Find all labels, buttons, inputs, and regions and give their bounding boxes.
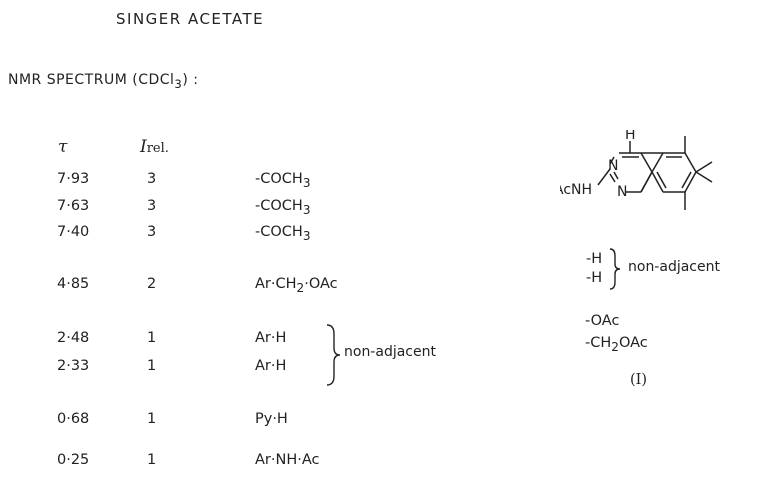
assignment: Ar·CH2·OAc xyxy=(255,276,338,295)
irel-main: I xyxy=(140,137,147,157)
substituent-ch2oac-suffix: OAc xyxy=(618,335,648,351)
assignment-suffix: ·OAc xyxy=(304,276,338,292)
irel-value: 3 xyxy=(147,224,157,240)
atom-label-n: N xyxy=(617,184,627,200)
substituent-brace xyxy=(609,248,621,290)
heading-subscript: 3 xyxy=(174,76,183,91)
substituent-oac: -OAc xyxy=(585,313,620,329)
structure-diagram: H N N AcNH xyxy=(560,130,713,210)
column-header-tau: τ xyxy=(58,137,68,157)
nmr-heading: NMR SPECTRUM (CDCl3) : xyxy=(8,72,198,91)
assignment-text: -COCH xyxy=(255,198,303,214)
assignment-text: -COCH xyxy=(255,171,303,187)
heading-suffix: ) : xyxy=(182,72,199,88)
tau-value: 2·48 xyxy=(57,330,90,346)
bond xyxy=(684,152,697,173)
assignment-text: Ar·NH·Ac xyxy=(255,452,320,468)
substituent-h: -H xyxy=(586,270,603,286)
tau-value: 7·40 xyxy=(57,224,90,240)
bond xyxy=(609,156,615,165)
bond xyxy=(651,152,664,173)
double-bond xyxy=(656,171,667,189)
brace-label: non-adjacent xyxy=(344,344,436,360)
column-header-irel: Irel. xyxy=(140,137,169,157)
atom-label-h: H xyxy=(625,130,636,143)
table-brace xyxy=(326,324,341,386)
assignment-text: Py·H xyxy=(255,411,288,427)
substituent-bond xyxy=(695,161,713,173)
irel-value: 3 xyxy=(147,198,157,214)
irel-value: 1 xyxy=(147,358,157,374)
compound-label: (I) xyxy=(630,372,648,388)
substituent-ch2oac-subscript: 2 xyxy=(611,339,619,354)
bond xyxy=(640,171,653,193)
bond xyxy=(640,152,653,173)
substituent-brace-label: non-adjacent xyxy=(628,259,720,275)
assignment-subscript: 3 xyxy=(302,175,311,190)
bond xyxy=(597,168,611,186)
assignment: Ar·H xyxy=(255,330,286,349)
assignment: Ar·H xyxy=(255,358,286,377)
assignment-text: -COCH xyxy=(255,224,303,240)
assignment-text: Ar·CH xyxy=(255,276,297,292)
assignment-subscript: 3 xyxy=(302,228,311,243)
double-bond xyxy=(681,171,692,189)
heading-prefix: NMR SPECTRUM (CDCl xyxy=(8,72,175,88)
tau-value: 2·33 xyxy=(57,358,90,374)
assignment-text: Ar·H xyxy=(255,358,287,374)
page-title: SINGER ACETATE xyxy=(116,10,265,28)
irel-value: 3 xyxy=(147,171,157,187)
tau-value: 0·25 xyxy=(57,452,90,468)
double-bond xyxy=(613,171,619,180)
assignment-subscript: 3 xyxy=(302,202,311,217)
irel-value: 1 xyxy=(147,411,157,427)
irel-value: 1 xyxy=(147,330,157,346)
substituent-bond xyxy=(695,171,713,183)
assignment-text: Ar·H xyxy=(255,330,287,346)
assignment: -COCH3 xyxy=(255,224,311,243)
assignment-subscript: 2 xyxy=(296,280,305,295)
assignment: Py·H xyxy=(255,411,288,430)
atom-label-n: N xyxy=(608,158,618,174)
tau-value: 7·63 xyxy=(57,198,90,214)
tau-value: 4·85 xyxy=(57,276,90,292)
substituent-label: AcNH xyxy=(560,182,592,198)
irel-subscript: rel. xyxy=(146,141,169,156)
substituent-brace-path xyxy=(609,248,621,290)
irel-value: 1 xyxy=(147,452,157,468)
bond xyxy=(684,171,697,193)
bond xyxy=(651,171,664,193)
substituent-ch2oac-text: -CH xyxy=(585,335,612,351)
substituent-h: -H xyxy=(586,251,603,267)
substituent-ch2oac: -CH2OAc xyxy=(585,335,648,354)
table-brace-path xyxy=(326,324,341,386)
tau-value: 0·68 xyxy=(57,411,90,427)
assignment: -COCH3 xyxy=(255,171,311,190)
irel-value: 2 xyxy=(147,276,157,292)
bond xyxy=(609,173,616,183)
assignment: -COCH3 xyxy=(255,198,311,217)
assignment: Ar·NH·Ac xyxy=(255,452,320,471)
tau-value: 7·93 xyxy=(57,171,90,187)
